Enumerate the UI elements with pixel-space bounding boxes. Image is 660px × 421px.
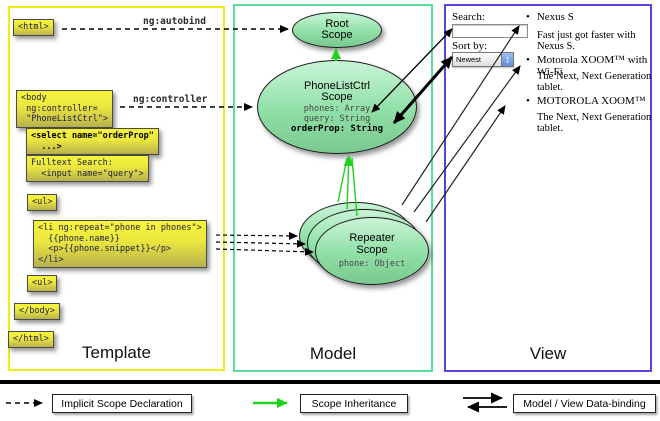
view-item-1: • Nexus S [526, 11, 574, 23]
bullet-icon: • [526, 54, 530, 66]
scope-prop-orderprop: orderProp: String [290, 123, 384, 134]
label-ng-controller: ng:controller [133, 94, 208, 105]
scope-prop-phones: phones: Array [303, 103, 371, 114]
view-panel-title: View [529, 344, 567, 363]
bullet-icon: • [526, 95, 530, 107]
view-item-3-name: MOTOROLA XOOM™ [536, 95, 646, 107]
model-panel-title: Model [309, 344, 357, 363]
view-item-1-desc: Fast just got faster with Nexus S. [537, 30, 636, 52]
search-label: Search: [452, 11, 485, 23]
legend-binding-label: Model / View Data-binding [523, 397, 646, 410]
repeater-scope-title: Repeater Scope [349, 232, 395, 256]
sort-dropdown-value: Newest [456, 55, 482, 64]
legend-model-view-binding: Model / View Data-binding [513, 394, 656, 413]
root-scope-ellipse: Root Scope [292, 12, 382, 48]
scope-prop-query: query: String [303, 113, 371, 124]
bullet-icon: • [526, 11, 530, 23]
view-item-2-desc: The Next, Next Generation tablet. [537, 71, 652, 93]
legend-implicit-scope-declaration: Implicit Scope Declaration [52, 394, 192, 413]
view-item-2: • Motorola XOOM™ with Wi-Fi [526, 54, 660, 78]
code-box-select: <select name="orderProp" ...> [26, 128, 159, 155]
code-box-html-close: </html> [8, 331, 54, 348]
view-item-3-desc: The Next, Next Generation tablet. [537, 112, 652, 134]
phonelistctrl-scope-ellipse: PhoneListCtrl Scope phones: Array query:… [257, 60, 417, 154]
phonelistctrl-scope-title: PhoneListCtrl Scope [303, 79, 371, 103]
legend-separator-line [0, 380, 660, 384]
template-panel-title: Template [82, 343, 151, 362]
repeater-scope-ellipse-front: Repeater Scope phone: Object [315, 217, 429, 285]
code-box-body-close: </body> [14, 303, 60, 320]
code-box-ul-2: <ul> [27, 275, 58, 292]
view-item-1-name: Nexus S [536, 11, 574, 23]
code-box-body-open: <body ng:controller= "PhoneListCtrl"> [16, 90, 113, 128]
dropdown-stepper-icon: ▲▼ [501, 53, 513, 66]
view-item-2-name: Motorola XOOM™ with Wi-Fi [536, 54, 648, 78]
code-box-html-open: <html> [13, 19, 54, 36]
sort-dropdown[interactable]: Newest ▲▼ [452, 52, 514, 67]
legend-inheritance-label: Scope Inheritance [311, 397, 397, 410]
code-box-ul-1: <ul> [27, 194, 58, 211]
scope-prop-phone: phone: Object [338, 259, 406, 269]
sort-by-label: Sort by: [452, 40, 488, 52]
search-input[interactable] [452, 24, 528, 38]
root-scope-title: Root Scope [321, 17, 353, 41]
code-box-fulltext-search: Fulltext Search: <input name="query"> [26, 155, 149, 182]
legend-scope-inheritance: Scope Inheritance [300, 394, 408, 413]
label-ng-autobind: ng:autobind [143, 16, 206, 27]
view-item-3: • MOTOROLA XOOM™ [526, 95, 646, 107]
legend-implicit-label: Implicit Scope Declaration [61, 397, 183, 410]
code-box-li-repeat: <li ng:repeat="phone in phones"> {{phone… [33, 220, 207, 268]
